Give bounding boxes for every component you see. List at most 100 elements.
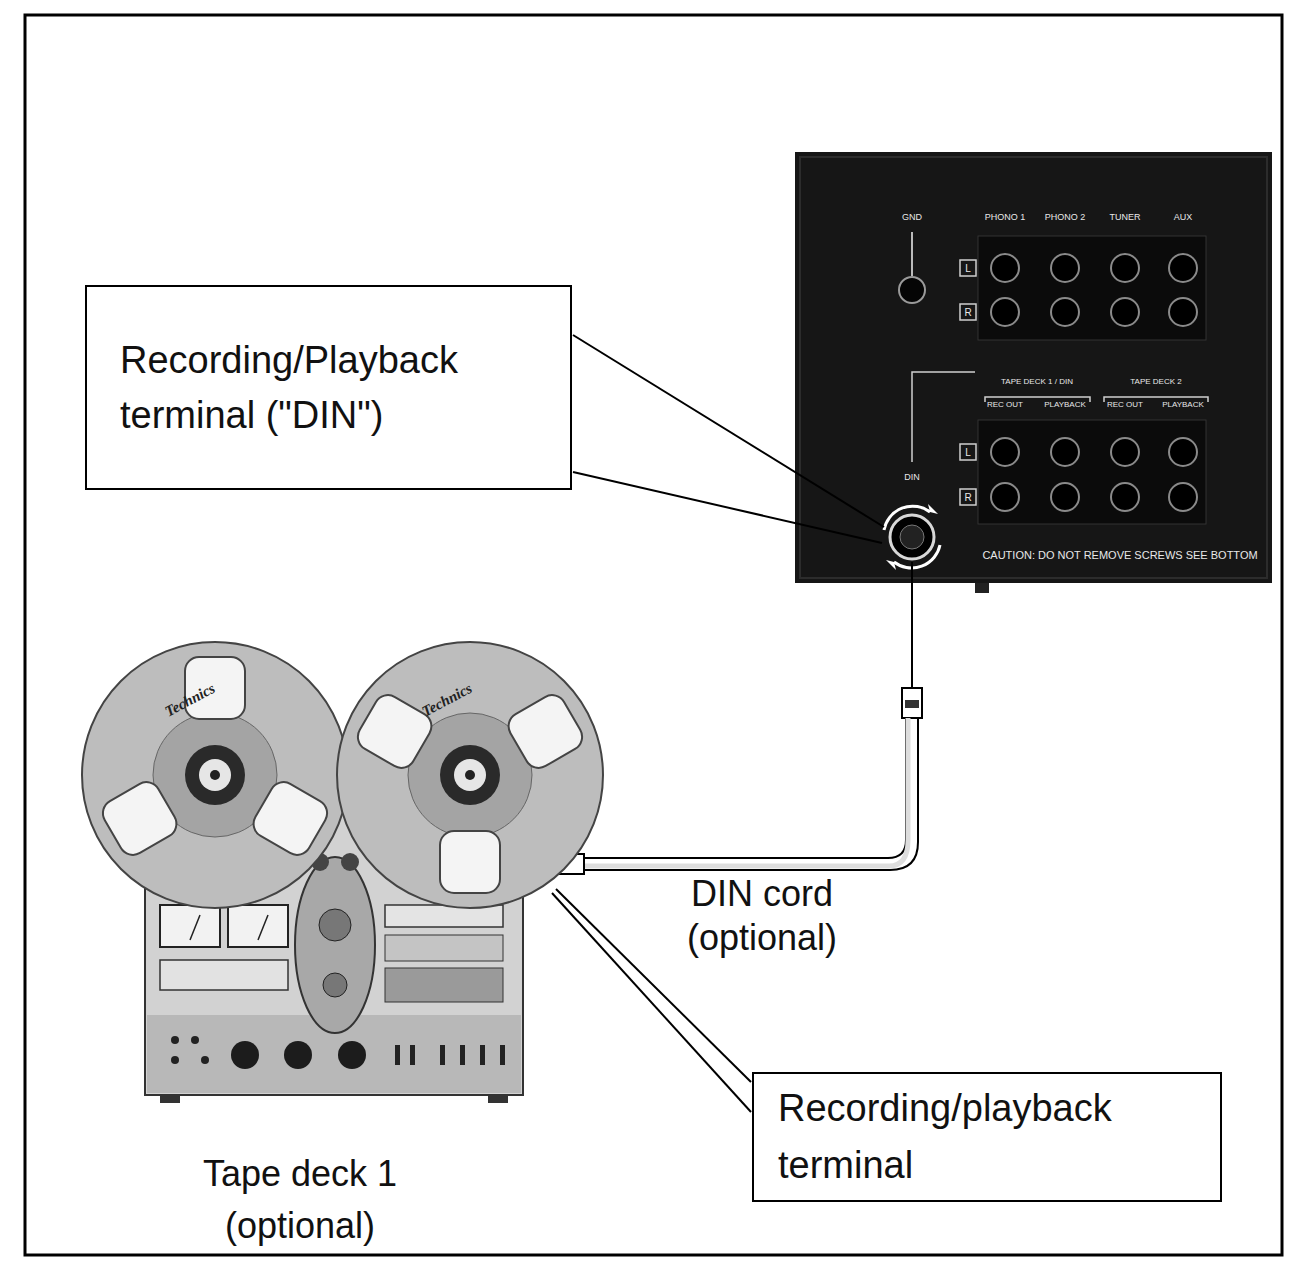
illustration-part [503, 690, 587, 773]
channel-mark: R [964, 492, 971, 503]
illustration-part [323, 973, 347, 997]
illustration-part [1111, 438, 1139, 466]
illustration-part [231, 1041, 366, 1069]
illustration-part [385, 935, 503, 961]
cord-label: DIN cord (optional) [647, 872, 877, 960]
illustration-part [160, 905, 220, 947]
illustration-part [171, 1036, 209, 1064]
illustration-part [201, 1056, 209, 1064]
din-cord [546, 562, 922, 874]
illustration-part [902, 688, 922, 718]
illustration-part [500, 1045, 505, 1065]
rear-panel [795, 152, 1272, 593]
illustration-part [991, 298, 1019, 326]
illustration-part [337, 642, 603, 908]
callout-text: Recording/playback terminal [778, 1080, 1196, 1194]
illustration-part [440, 831, 500, 893]
illustration-part [899, 277, 925, 303]
illustration-part [905, 700, 919, 708]
panel-label: TUNER [1110, 213, 1141, 223]
illustration-part [894, 545, 940, 568]
illustration-part [460, 1045, 465, 1065]
illustration-part [190, 915, 200, 940]
illustration-part [573, 472, 882, 543]
illustration-part [440, 745, 500, 805]
panel-label: REC OUT [987, 401, 1023, 410]
leader-lines [552, 335, 884, 1112]
illustration-part [991, 254, 1197, 511]
illustration-part [975, 583, 989, 593]
callout-box: Recording/playback terminal [752, 1072, 1222, 1202]
illustration-part [960, 489, 976, 505]
panel-label: REC OUT [1107, 401, 1143, 410]
callout-box: Recording/Playback terminal ("DIN") [85, 285, 572, 490]
illustration-part [395, 1045, 505, 1065]
illustration-part [573, 335, 884, 527]
illustration-part [795, 152, 1272, 583]
illustration-part [960, 444, 976, 460]
device-label: Tape deck 1 (optional) [155, 1148, 445, 1252]
illustration-part [1051, 438, 1079, 466]
panel-label: TAPE DECK 1 / DIN [1001, 378, 1073, 387]
illustration-part [341, 853, 359, 871]
illustration-part [991, 483, 1019, 511]
illustration-part [912, 260, 1208, 505]
illustration-part [582, 718, 908, 866]
illustration-part [911, 562, 913, 690]
panel-label: PHONO 2 [1045, 213, 1086, 223]
illustration-part [231, 1041, 259, 1069]
illustration-part [258, 915, 268, 940]
illustration-part [884, 506, 930, 530]
illustration-part [991, 254, 1019, 282]
illustration-part [395, 1045, 400, 1065]
illustration-part [800, 157, 1267, 578]
illustration-part [960, 260, 976, 276]
illustration-part [1169, 298, 1197, 326]
frame [25, 15, 1282, 1255]
channel-mark: L [965, 263, 971, 274]
tape-deck [82, 642, 603, 1103]
illustration-part [319, 909, 351, 941]
illustration-part [191, 1036, 199, 1044]
illustration-part [928, 504, 938, 514]
illustration-part [385, 968, 503, 1002]
panel-label: DIN [904, 473, 920, 483]
callout-text: Recording/Playback terminal ("DIN") [120, 333, 537, 443]
illustration-part [978, 420, 1206, 524]
illustration-part [582, 718, 906, 858]
illustration-part [385, 905, 503, 927]
illustration-part [98, 777, 182, 860]
illustration-part [284, 1041, 312, 1069]
illustration-part [1051, 483, 1079, 511]
channel-mark: L [965, 447, 971, 458]
illustration-part [337, 642, 603, 908]
illustration-part [1051, 254, 1079, 282]
illustration-part [410, 1045, 415, 1065]
illustration-part [171, 1036, 179, 1044]
illustration-part [1111, 483, 1139, 511]
illustration-part [185, 745, 245, 805]
illustration-part [82, 642, 348, 908]
illustration-part [890, 515, 934, 559]
illustration-part [488, 1095, 508, 1103]
illustration-part [582, 718, 918, 870]
illustration-part [978, 236, 1206, 340]
illustration-part [160, 1095, 180, 1103]
illustration-part [1051, 298, 1079, 326]
illustration-part [912, 372, 975, 462]
panel-label: PHONO 1 [985, 213, 1026, 223]
illustration-part [440, 1045, 445, 1065]
illustration-part [248, 777, 332, 860]
illustration-part [228, 905, 288, 947]
illustration-part [454, 759, 486, 791]
illustration-part [1169, 483, 1197, 511]
illustration-part [1111, 254, 1139, 282]
panel-label: PLAYBACK [1044, 401, 1086, 410]
panel-label: GND [902, 213, 922, 223]
illustration-part [160, 960, 288, 990]
illustration-part [199, 759, 231, 791]
illustration-part [465, 770, 475, 780]
illustration-part [295, 857, 375, 1033]
illustration-part [480, 1045, 485, 1065]
